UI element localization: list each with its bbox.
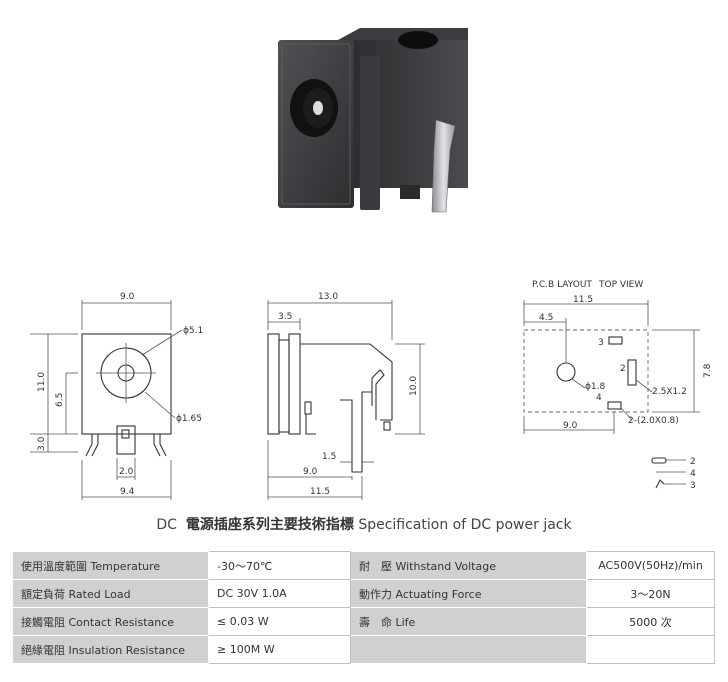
legend-pin-2: 2 [690,457,696,467]
spec-value-insulation-resistance: ≥ 100M W [208,635,351,664]
pcb-slot-large-label: 2.5X1.2 [652,387,687,397]
pin-legend: 2 4 3 [651,457,696,491]
spec-title: DC 電源插座系列主要技術指標 Specification of DC powe… [0,514,728,534]
spec-value-actuating-force: 3～20N [586,579,715,608]
table-row: 絕緣電阻 Insulation Resistance ≥ 100M W [12,635,715,664]
side-length-label: 13.0 [318,292,338,302]
pcb-layout-title: P.C.B LAYOUT [532,280,592,290]
spec-label-withstand-voltage: 耐 壓 Withstand Voltage [350,551,587,580]
legend-pin-4: 4 [690,469,696,479]
spec-value-contact-resistance: ≤ 0.03 W [208,607,351,636]
spec-value-empty [586,635,715,664]
product-photo [278,28,468,213]
spec-label-temperature: 使用溫度範圍 Temperature [12,551,209,580]
spec-label-empty [350,635,587,664]
pcb-height-label: 7.8 [703,363,713,378]
pcb-pin-3-label: 3 [598,338,604,348]
front-bottom-width-label: 9.4 [120,487,135,497]
front-hole-label: ϕ5.1 [183,326,203,336]
side-bottom-label: 11.5 [310,487,330,497]
technical-drawings: 9.0 ϕ5.1 ϕ1.65 11.0 6.5 3.0 2.0 9.4 13 [30,28,713,500]
front-pin-label: ϕ1.65 [176,414,202,424]
pcb-pin-2-label: 2 [620,364,626,374]
spec-value-life: 5000 次 [586,607,715,636]
spec-label-actuating-force: 動作力 Actuating Force [350,579,587,608]
spec-label-insulation-resistance: 絕緣電阻 Insulation Resistance [12,635,209,664]
pcb-layout-drawing: P.C.B LAYOUT TOP VIEW 11.5 4.5 7.8 9.0 ϕ… [523,280,713,434]
top-view-title: TOP VIEW [598,280,643,290]
spec-table: 使用溫度範圍 Temperature -30～70℃ 耐 壓 Withstand… [12,551,715,664]
spec-value-temperature: -30～70℃ [208,551,351,580]
side-flange-label: 3.5 [278,312,292,322]
pcb-pin-4-label: 4 [596,393,602,403]
side-small-label: 1.5 [322,452,336,462]
spec-title-cjk: 電源插座系列主要技術指標 [185,517,354,533]
spec-title-english: Specification of DC power jack [358,517,572,533]
front-height-label: 11.0 [37,372,47,392]
side-mid-label: 9.0 [303,467,318,477]
front-view-drawing: 9.0 ϕ5.1 ϕ1.65 11.0 6.5 3.0 2.0 9.4 [30,292,203,500]
table-row: 接觸電阻 Contact Resistance ≤ 0.03 W 壽 命 Lif… [12,607,715,636]
pcb-offset-label: 4.5 [539,313,553,323]
pcb-slot-small-label: 2-(2.0X0.8) [628,416,679,426]
front-width-label: 9.0 [120,292,135,302]
front-pin-width-label: 2.0 [119,467,134,477]
spec-label-life: 壽 命 Life [350,607,587,636]
spec-value-rated-load: DC 30V 1.0A [208,579,351,608]
spec-value-withstand-voltage: AC500V(50Hz)/min [586,551,715,580]
table-row: 額定負荷 Rated Load DC 30V 1.0A 動作力 Actuatin… [12,579,715,608]
pcb-width-label: 11.5 [573,295,593,305]
pcb-bottom-label: 9.0 [563,421,578,431]
side-view-drawing: 13.0 3.5 10.0 1.5 9.0 11.5 [267,292,425,500]
spec-label-contact-resistance: 接觸電阻 Contact Resistance [12,607,209,636]
pcb-hole-label: ϕ1.8 [585,382,606,392]
side-height-label: 10.0 [409,376,419,396]
spec-label-rated-load: 額定負荷 Rated Load [12,579,209,608]
front-upper-label: 6.5 [55,393,65,407]
table-row: 使用溫度範圍 Temperature -30～70℃ 耐 壓 Withstand… [12,551,715,580]
spec-title-prefix: DC [156,517,177,533]
front-lower-label: 3.0 [37,436,47,451]
legend-pin-3: 3 [690,481,696,491]
